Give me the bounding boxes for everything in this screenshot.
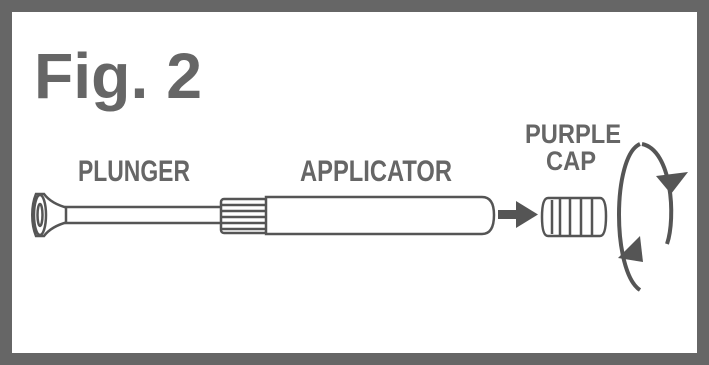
rotate-arrows-icon xyxy=(617,142,688,292)
right-arrow-icon xyxy=(498,201,538,228)
applicator-label: APPLICATOR xyxy=(300,155,452,188)
purple-cap-label-line2: CAP xyxy=(546,146,596,176)
applicator xyxy=(264,195,496,236)
purple-cap xyxy=(540,196,608,238)
applicator-grip xyxy=(219,197,269,235)
plunger-label: PLUNGER xyxy=(78,155,190,188)
purple-cap-label-line1: PURPLE xyxy=(525,119,621,149)
figure-title: Fig. 2 xyxy=(34,40,202,112)
